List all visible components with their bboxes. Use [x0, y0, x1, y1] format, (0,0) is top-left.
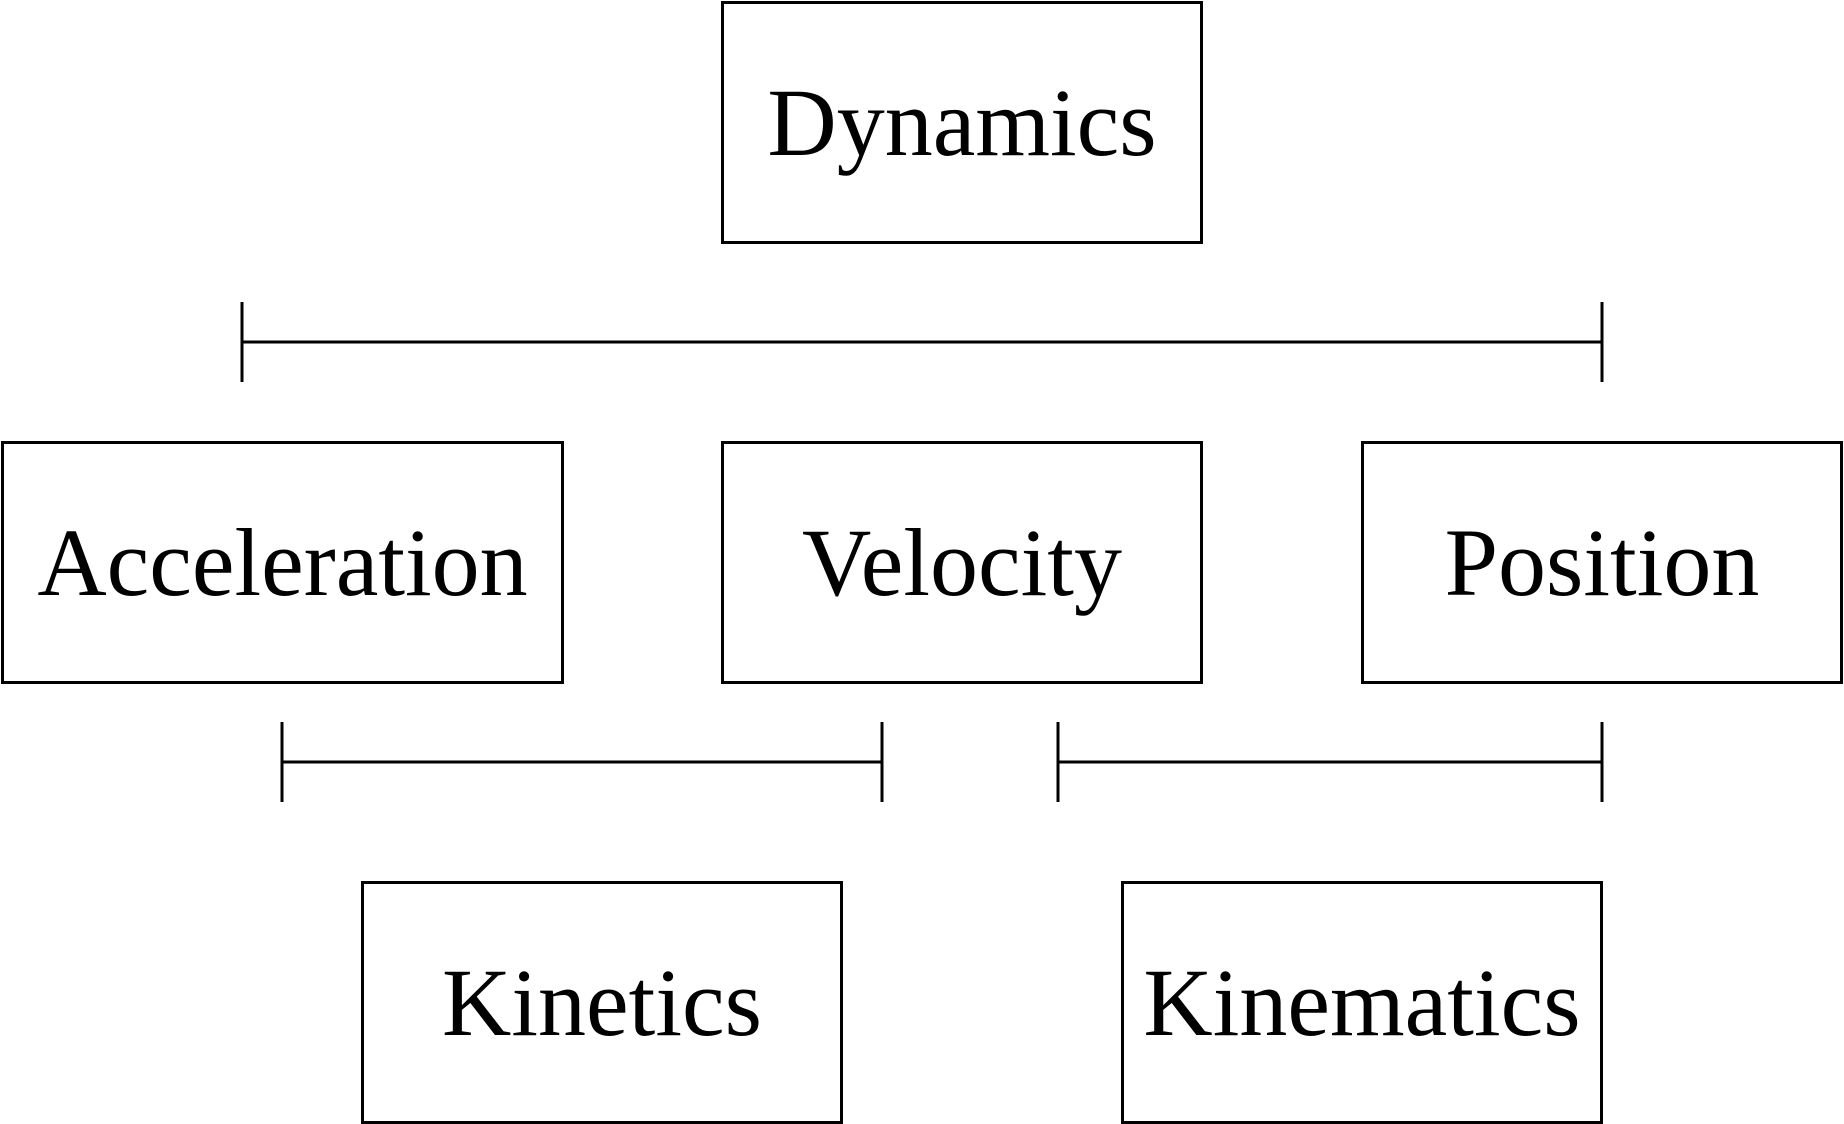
- node-kinetics-label: Kinetics: [442, 948, 762, 1056]
- node-velocity: Velocity: [721, 441, 1203, 684]
- node-acceleration: Acceleration: [1, 441, 564, 684]
- bracket-kinetics: [280, 722, 884, 802]
- bracket-dynamics: [240, 302, 1604, 382]
- node-velocity-label: Velocity: [802, 508, 1122, 616]
- node-dynamics-label: Dynamics: [767, 68, 1157, 176]
- node-kinematics: Kinematics: [1121, 881, 1603, 1124]
- node-kinetics: Kinetics: [361, 881, 843, 1124]
- bracket-kinematics: [1056, 722, 1604, 802]
- node-kinematics-label: Kinematics: [1143, 948, 1581, 1056]
- node-position-label: Position: [1444, 508, 1760, 616]
- node-position: Position: [1361, 441, 1843, 684]
- node-acceleration-label: Acceleration: [37, 508, 528, 616]
- node-dynamics: Dynamics: [721, 1, 1203, 244]
